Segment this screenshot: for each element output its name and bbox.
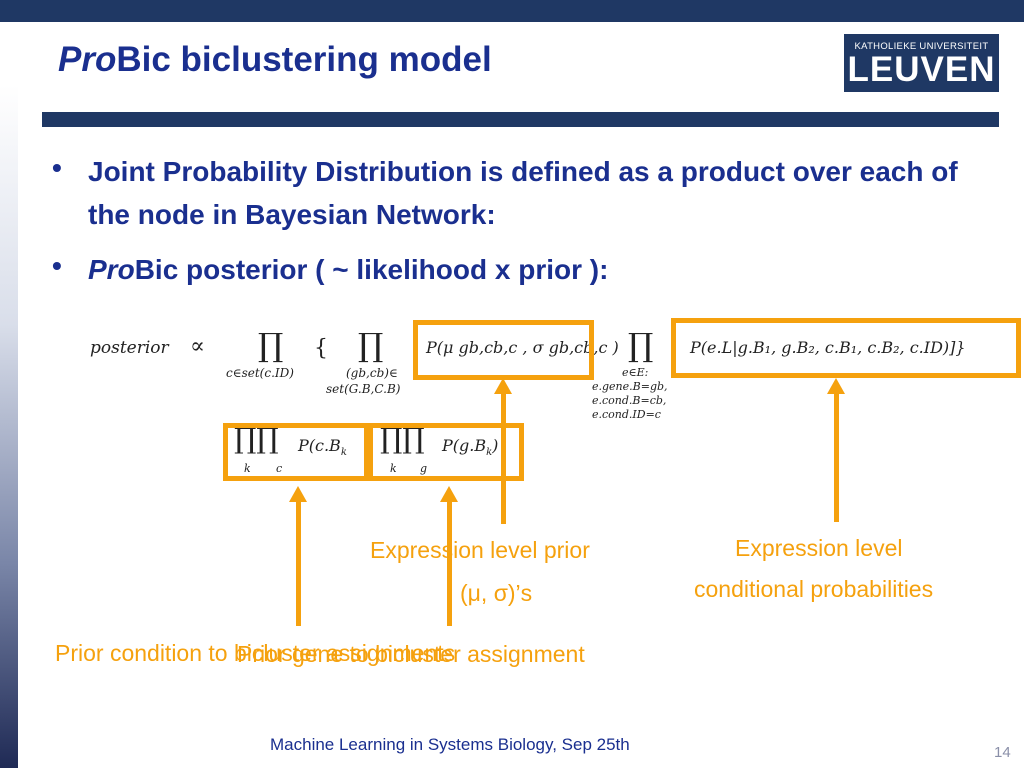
left-gradient-strip — [0, 85, 18, 768]
arrow-head-expression-prior — [494, 378, 512, 394]
formula-sub-2b: set(G.B,C.B) — [326, 382, 401, 396]
formula-prior2-k: k — [486, 447, 493, 459]
slide-title: ProBic biclustering model — [58, 40, 492, 80]
arrow-head-condition-prior — [289, 486, 307, 502]
formula-brace: { — [314, 336, 328, 361]
formula-prior1-sub-c: c — [276, 462, 283, 475]
bullet-2-text: ProBic posterior ( ~ likelihood x prior … — [88, 248, 968, 291]
formula-sub-3c: e.cond.B=cb, — [592, 394, 667, 407]
arrow-shaft-condition-prior — [296, 500, 301, 626]
label-expression-prior-1: Expression level prior — [370, 537, 590, 563]
formula-proportional: ∝ — [190, 334, 205, 359]
arrow-shaft-conditional — [834, 392, 839, 522]
bullet-1-text: Joint Probability Distribution is define… — [88, 156, 958, 230]
logo-subtitle: KATHOLIEKE UNIVERSITEIT — [854, 41, 989, 52]
title-rule — [42, 112, 999, 127]
highlight-box-expression-prior — [413, 320, 594, 380]
formula-product-2: ∏ — [358, 326, 384, 364]
formula-close-paren: ) — [492, 436, 499, 455]
formula-prior2-sub-k: k — [390, 462, 397, 475]
formula-sub-3a: e∈E: — [622, 366, 649, 379]
title-italic-part: Pro — [58, 40, 117, 79]
formula-sub-3d: e.cond.ID=c — [592, 408, 661, 421]
formula-prior2-sub-g: g — [420, 462, 428, 475]
arrow-shaft-expression-prior — [501, 392, 506, 524]
logo-wordmark: LEUVEN — [847, 50, 996, 89]
formula-term-mu-sigma: P(μ gb,cb,c , σ gb,cb,c ) — [426, 338, 619, 357]
top-bar — [0, 0, 1024, 22]
formula-term-likelihood: P(e.L|g.B₁, g.B₂, c.B₁, c.B₂, c.ID)]} — [690, 338, 966, 357]
title-rest: Bic biclustering model — [116, 40, 492, 79]
bullet-marker: • — [52, 152, 62, 183]
formula-prior1-k: k — [340, 447, 347, 459]
formula-product-1: ∏ — [258, 326, 284, 364]
formula-sub-2a: (gb,cb)∈ — [346, 366, 398, 380]
formula-sub-3b: e.gene.B=gb, — [592, 380, 668, 393]
formula-prior2-term-text: P(g.B — [442, 436, 487, 455]
bullet-2-rest: Bic posterior ( ~ likelihood x prior ): — [134, 254, 609, 285]
bullet-marker: • — [52, 250, 62, 281]
page-number: 14 — [994, 744, 1011, 761]
highlight-box-gene-prior — [364, 423, 524, 481]
formula-prior1-term: P(c.Bk — [298, 436, 347, 458]
arrow-shaft-gene-prior — [447, 500, 452, 626]
formula-lhs: posterior — [90, 338, 169, 358]
formula-prior1-sub-k: k — [244, 462, 251, 475]
highlight-box-conditional — [671, 318, 1021, 378]
arrow-head-conditional — [827, 378, 845, 394]
university-logo: KATHOLIEKE UNIVERSITEIT LEUVEN — [844, 34, 999, 92]
label-prior-gene: Prior gene to bicluster assignment — [237, 641, 585, 667]
label-expression-cond-1: Expression level — [735, 535, 903, 561]
label-prior-condition: Prior condition to bicluster assignments — [55, 640, 456, 666]
formula-prior1-term-text: P(c.B — [298, 436, 341, 455]
label-expression-cond-2: conditional probabilities — [694, 576, 934, 602]
label-expression-prior-2: (μ, σ)’s — [460, 580, 533, 606]
bullet-2-italic: Pro — [88, 254, 135, 285]
formula-product-3: ∏ — [628, 326, 654, 364]
highlight-box-condition-prior — [223, 423, 373, 481]
formula-prior2-term: P(g.Bk) — [442, 436, 498, 458]
arrow-head-gene-prior — [440, 486, 458, 502]
formula-sub-1: c∈set(c.ID) — [226, 366, 294, 380]
footer-text: Machine Learning in Systems Biology, Sep… — [270, 735, 630, 754]
